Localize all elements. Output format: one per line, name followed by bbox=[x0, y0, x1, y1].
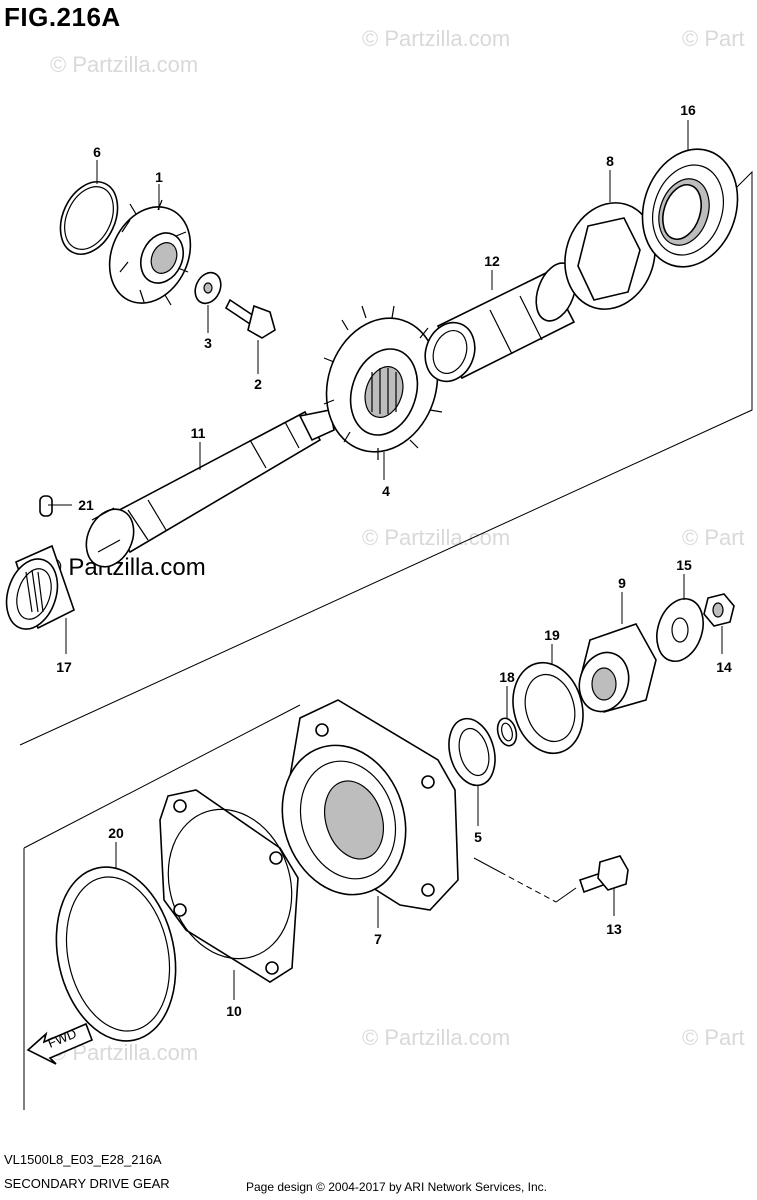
watermark: © Part bbox=[682, 26, 745, 51]
watermark: © Part bbox=[682, 1025, 745, 1050]
callout-3: 3 bbox=[204, 335, 212, 351]
copyright-notice: Page design © 2004-2017 by ARI Network S… bbox=[246, 1180, 548, 1194]
watermark: © Partzilla.com bbox=[50, 52, 198, 77]
part-14-nut[interactable] bbox=[703, 593, 735, 627]
diagram-subtitle: SECONDARY DRIVE GEAR bbox=[4, 1176, 170, 1191]
part-13-bolt[interactable] bbox=[578, 855, 629, 894]
part-20-o-ring[interactable] bbox=[41, 856, 191, 1052]
part-15-washer[interactable] bbox=[649, 593, 711, 667]
callout-9: 9 bbox=[618, 575, 626, 591]
callout-7: 7 bbox=[374, 931, 382, 947]
callout-1: 1 bbox=[155, 169, 163, 185]
figure-title: FIG.216A bbox=[4, 2, 121, 32]
callout-19: 19 bbox=[544, 627, 560, 643]
watermark: © Part bbox=[682, 525, 745, 550]
watermark: © Partzilla.com bbox=[362, 525, 510, 550]
watermark: © Partzilla.com bbox=[362, 26, 510, 51]
part-6-o-ring[interactable] bbox=[49, 173, 128, 264]
part-1-bevel-gear[interactable] bbox=[94, 194, 205, 317]
assembly-boundary bbox=[19, 170, 753, 1110]
callout-6: 6 bbox=[93, 144, 101, 160]
callout-21: 21 bbox=[78, 497, 94, 513]
callout-14: 14 bbox=[716, 659, 732, 675]
part-3-washer[interactable] bbox=[190, 268, 225, 307]
callout-5: 5 bbox=[474, 829, 482, 845]
part-12-spacer[interactable] bbox=[417, 258, 583, 389]
callout-17: 17 bbox=[56, 659, 72, 675]
callout-11: 11 bbox=[191, 425, 206, 441]
callout-8: 8 bbox=[606, 153, 614, 169]
part-11-drive-shaft[interactable] bbox=[77, 409, 335, 574]
callout-4: 4 bbox=[382, 483, 390, 499]
fwd-arrow: FWD bbox=[26, 1022, 94, 1065]
part-10-gasket[interactable] bbox=[149, 789, 310, 983]
part-17-needle-bearing[interactable] bbox=[0, 544, 75, 636]
part-16-bearing[interactable] bbox=[628, 137, 753, 280]
watermark: © Partzilla.com bbox=[362, 1025, 510, 1050]
part-8-nut[interactable] bbox=[551, 191, 668, 321]
callout-16: 16 bbox=[680, 102, 696, 118]
callout-18: 18 bbox=[499, 669, 515, 685]
part-19-oil-seal[interactable] bbox=[503, 655, 592, 761]
callout-13: 13 bbox=[606, 921, 622, 937]
callout-20: 20 bbox=[108, 825, 124, 841]
part-5-spacer-ring[interactable] bbox=[442, 713, 502, 790]
callout-2: 2 bbox=[254, 376, 262, 392]
part-21-dowel-pin[interactable] bbox=[39, 495, 53, 517]
partzilla-overlay-text: © Partzilla.com bbox=[44, 554, 206, 581]
leader-lines bbox=[48, 120, 723, 1000]
model-code: VL1500L8_E03_E28_216A bbox=[4, 1152, 162, 1167]
watermarks: © Partzilla.com © Partzilla.com © Part ©… bbox=[50, 26, 745, 1065]
part-2-bolt[interactable] bbox=[224, 298, 276, 339]
callouts: 6 1 3 2 11 4 21 17 16 8 12 9 15 14 19 18… bbox=[56, 102, 732, 1019]
part-7-bearing-housing[interactable] bbox=[263, 699, 459, 911]
part-9-coupling[interactable] bbox=[572, 623, 657, 718]
callout-15: 15 bbox=[676, 557, 692, 573]
part-18-o-ring[interactable] bbox=[495, 716, 520, 748]
part-4-bevel-gear[interactable] bbox=[310, 304, 455, 467]
callout-12: 12 bbox=[484, 253, 500, 269]
callout-10: 10 bbox=[226, 1003, 242, 1019]
